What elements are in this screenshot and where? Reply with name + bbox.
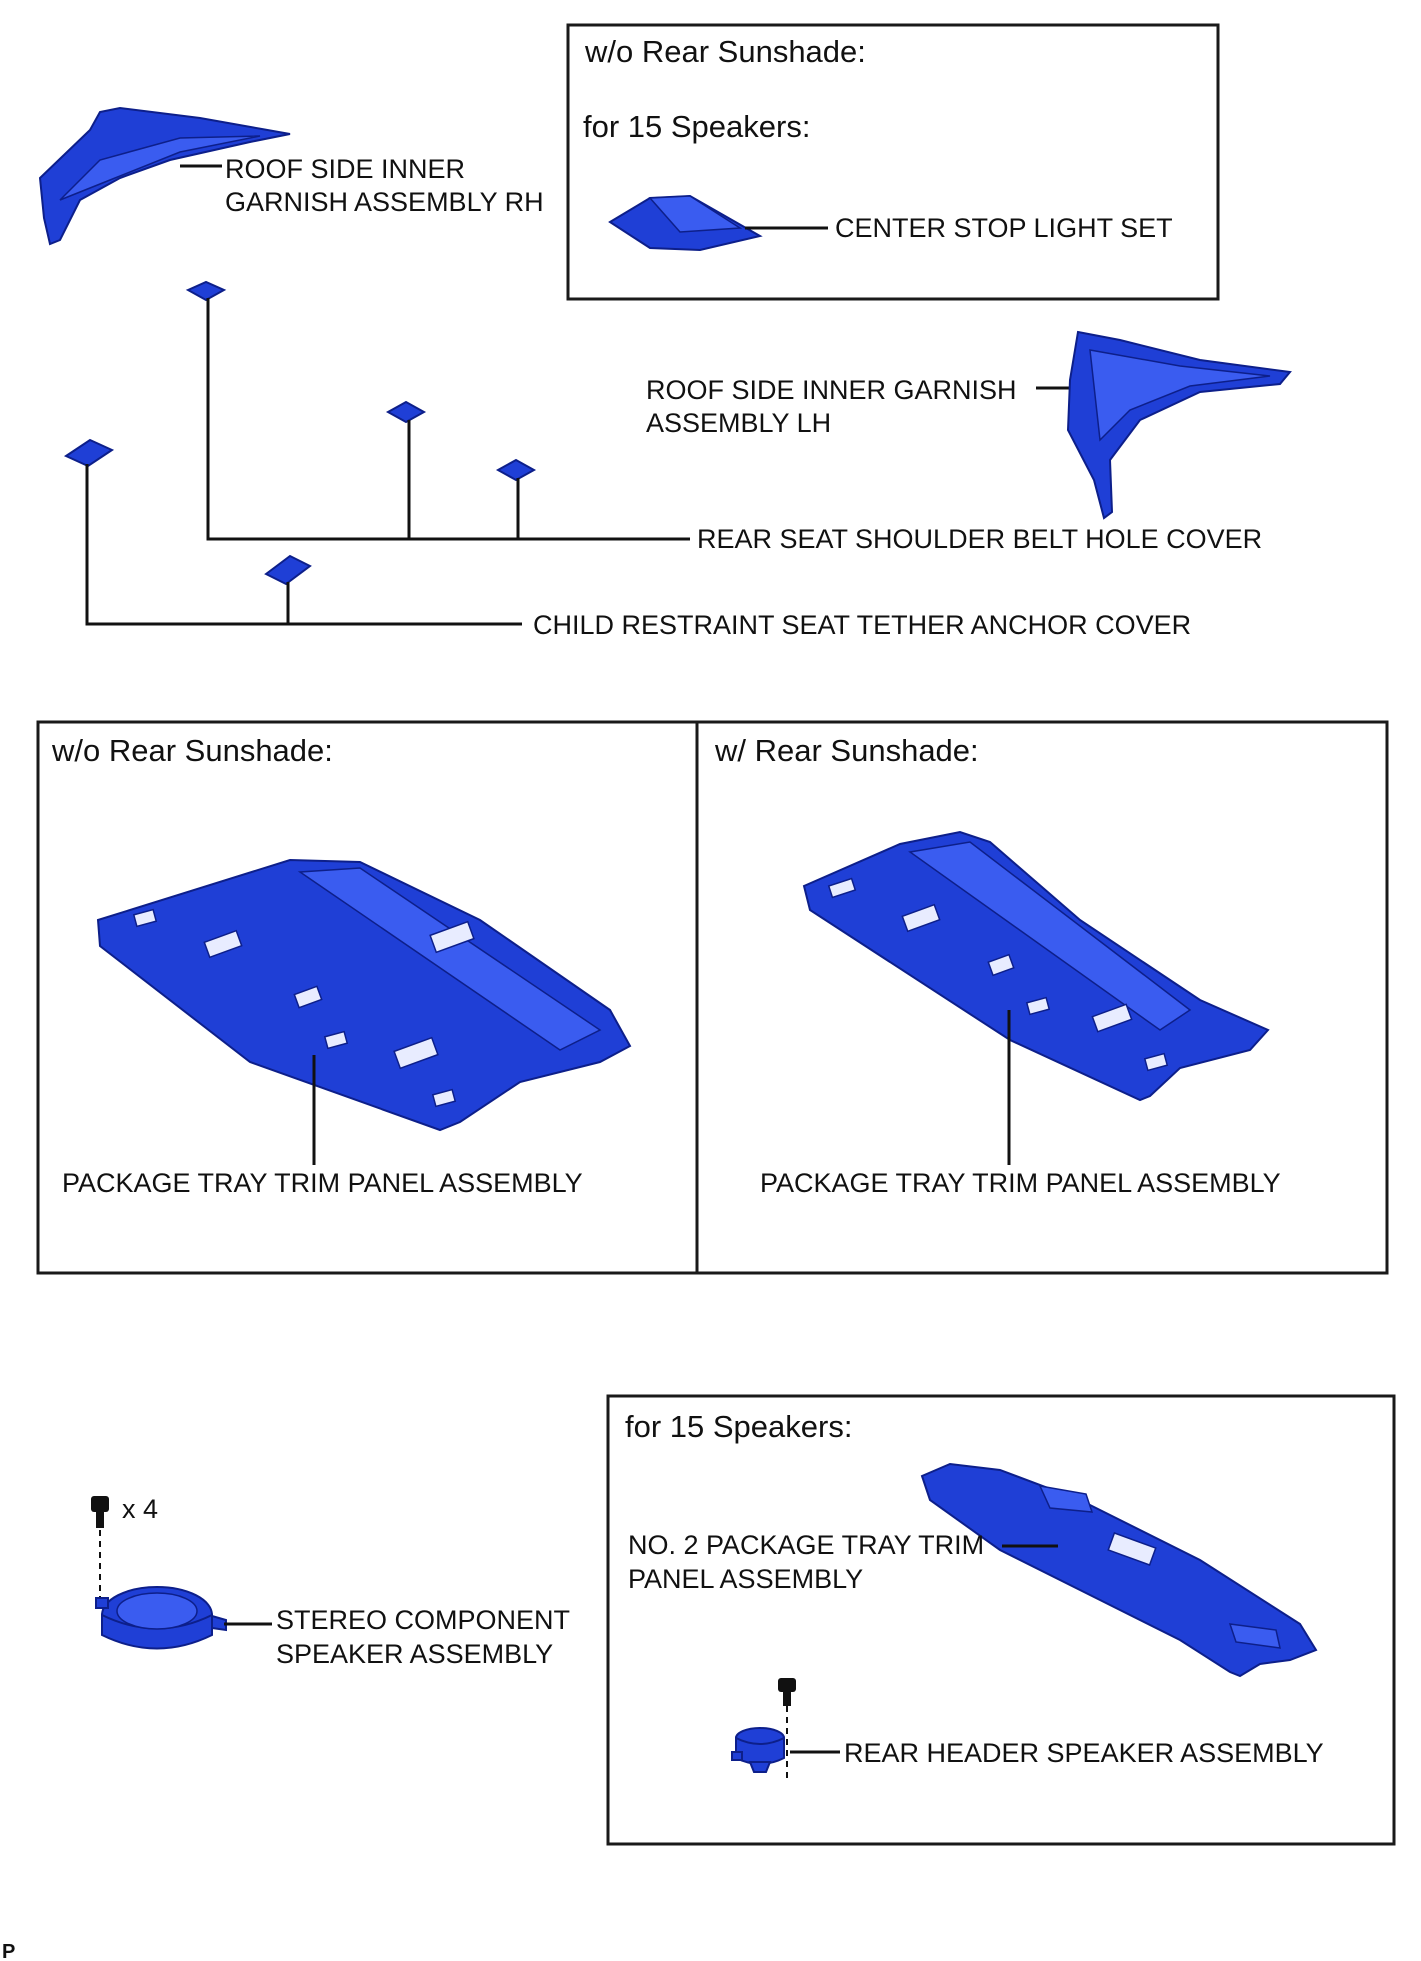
- belt-hole-cover-2: [385, 400, 427, 424]
- stereo-label-line1: STEREO COMPONENT: [276, 1605, 570, 1635]
- tether-cover-label: CHILD RESTRAINT SEAT TETHER ANCHOR COVER: [533, 610, 1191, 640]
- center-stop-light-set-illustration: [608, 194, 763, 252]
- package-tray-panel-right-illustration: [802, 830, 1270, 1102]
- fifteen-speaker-box: [606, 1394, 1396, 1846]
- package-tray-right-heading: w/ Rear Sunshade:: [714, 733, 979, 768]
- no2-tray-label-line2: PANEL ASSEMBLY: [628, 1564, 863, 1594]
- belt-hole-leader-tree: [206, 298, 690, 541]
- package-tray-left-label: PACKAGE TRAY TRIM PANEL ASSEMBLY: [62, 1168, 583, 1198]
- center-stop-light-label: CENTER STOP LIGHT SET: [835, 213, 1173, 243]
- belt-hole-cover-1: [185, 280, 227, 302]
- roof-lh-label-line1: ROOF SIDE INNER GARNISH: [646, 375, 1017, 405]
- stereo-component-speaker-illustration: [95, 1586, 227, 1650]
- bolt-icon: [91, 1496, 109, 1528]
- figure-code-mark: P: [2, 1941, 15, 1961]
- roof-side-garnish-lh-illustration: [1066, 330, 1292, 520]
- tether-anchor-cover-2: [264, 554, 312, 586]
- no2-package-tray-panel-illustration: [920, 1462, 1318, 1678]
- package-tray-left-heading: w/o Rear Sunshade:: [51, 733, 333, 768]
- roof-lh-label-line2: ASSEMBLY LH: [646, 408, 831, 438]
- roof-rh-label-line2: GARNISH ASSEMBLY RH: [225, 187, 544, 217]
- no2-tray-label-line1: NO. 2 PACKAGE TRAY TRIM: [628, 1530, 984, 1560]
- stereo-label-line2: SPEAKER ASSEMBLY: [276, 1639, 553, 1669]
- belt-hole-cover-label: REAR SEAT SHOULDER BELT HOLE COVER: [697, 524, 1262, 554]
- rear-header-speaker-label: REAR HEADER SPEAKER ASSEMBLY: [844, 1738, 1324, 1768]
- tether-anchor-cover-1: [63, 438, 115, 468]
- top-box-heading-2: for 15 Speakers:: [583, 109, 810, 144]
- roof-rh-label-line1: ROOF SIDE INNER: [225, 154, 465, 184]
- belt-hole-cover-3: [495, 458, 537, 482]
- roof-side-garnish-rh-illustration: [38, 106, 291, 246]
- fifteen-speaker-heading: for 15 Speakers:: [625, 1409, 852, 1444]
- rear-header-speaker-illustration: [731, 1727, 785, 1773]
- stereo-bolt-qty: x 4: [122, 1494, 158, 1524]
- package-tray-panel-left-illustration: [96, 858, 632, 1132]
- package-tray-right-label: PACKAGE TRAY TRIM PANEL ASSEMBLY: [760, 1168, 1281, 1198]
- rear-header-bolt-icon: [778, 1678, 796, 1706]
- top-box-heading-1: w/o Rear Sunshade:: [584, 34, 866, 69]
- top-variant-box: [566, 23, 1220, 301]
- package-tray-variant-box: [36, 720, 1389, 1275]
- tether-leader-tree: [85, 464, 522, 626]
